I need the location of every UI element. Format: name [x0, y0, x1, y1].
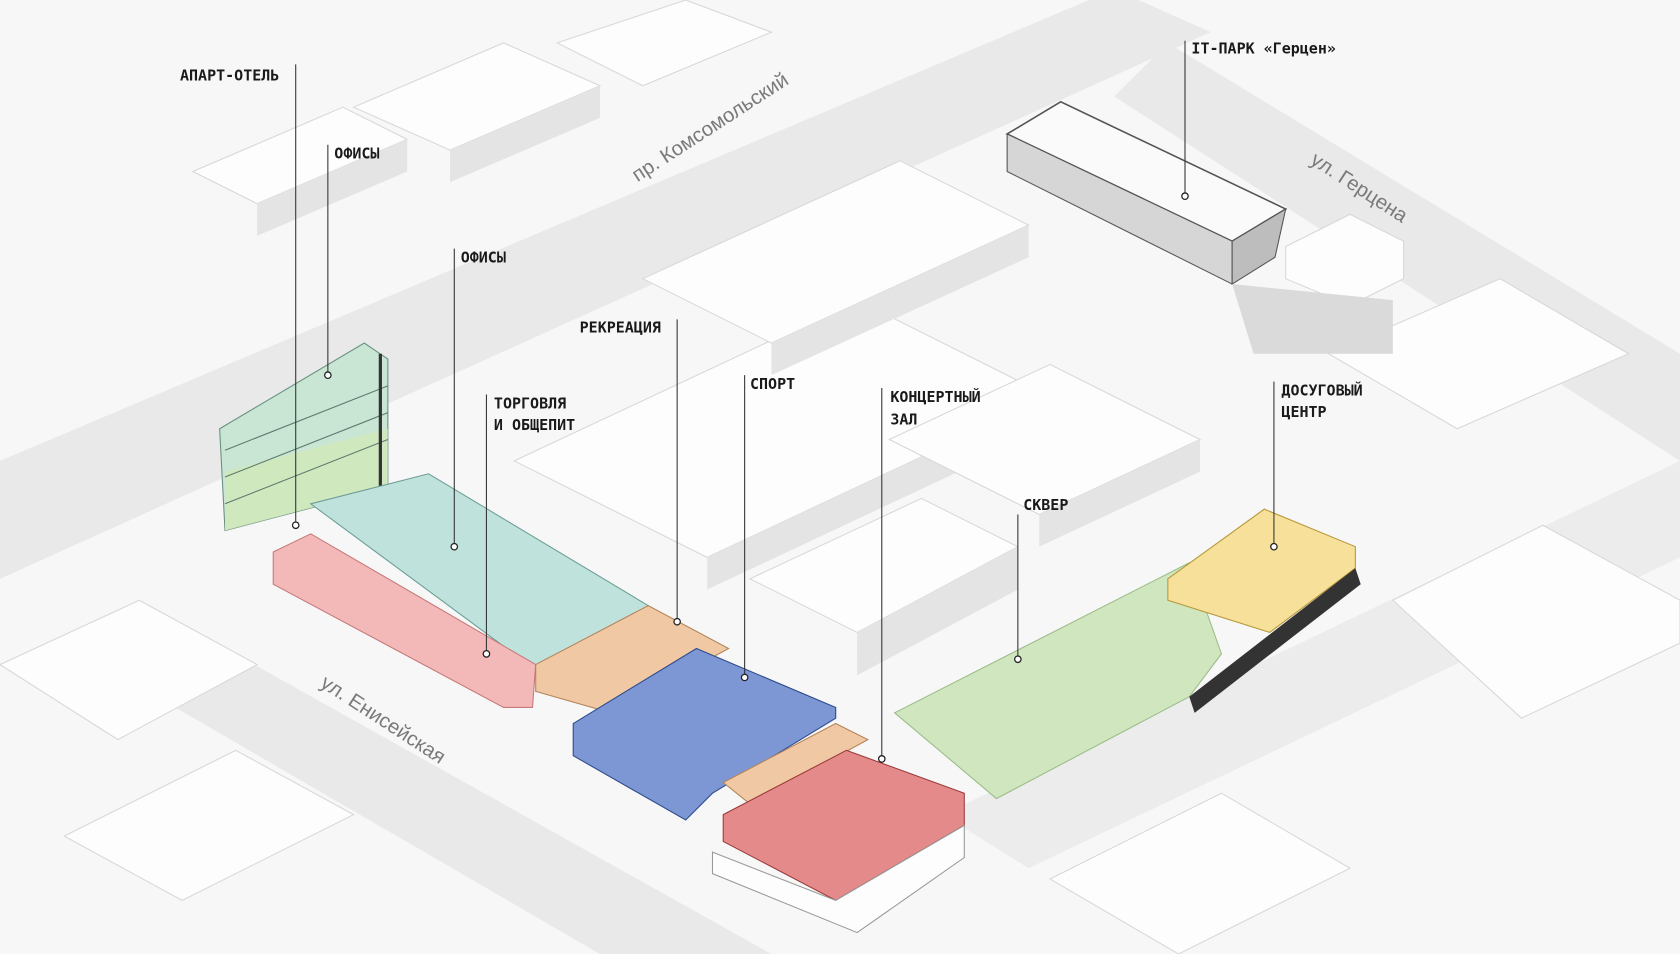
leisure-center-facade — [1189, 568, 1361, 713]
label-offices-2: ОФИСЫ — [461, 249, 506, 267]
label-trade-line2: И ОБЩЕПИТ — [494, 416, 575, 434]
label-leisure-line2: ЦЕНТР — [1281, 403, 1326, 421]
program-zones — [272, 473, 1361, 934]
leader-lines — [291, 40, 1278, 763]
label-recreation: РЕКРЕАЦИЯ — [580, 318, 661, 336]
zone-trade — [272, 533, 537, 708]
label-sport: СПОРТ — [750, 375, 795, 393]
zone-recreation-2 — [722, 722, 870, 805]
apart-hotel-block — [219, 342, 389, 532]
label-leisure-line1: ДОСУГОВЫЙ — [1281, 381, 1362, 400]
label-concert-line2: ЗАЛ — [890, 410, 917, 428]
zone-square — [893, 561, 1223, 800]
concert-hall-annex — [711, 824, 965, 934]
yeniseiskaya-street-road — [64, 600, 772, 954]
label-offices-1: ОФИСЫ — [334, 145, 379, 163]
label-apart-hotel: АПАРТ-ОТЕЛЬ — [180, 66, 279, 84]
it-park-building — [1005, 100, 1393, 354]
label-trade-line1: ТОРГОВЛЯ — [494, 394, 566, 412]
label-square: СКВЕР — [1023, 496, 1068, 514]
label-concert-line1: КОНЦЕРТНЫЙ — [890, 387, 980, 406]
label-it-park: IT-ПАРК «Герцен» — [1191, 40, 1335, 58]
